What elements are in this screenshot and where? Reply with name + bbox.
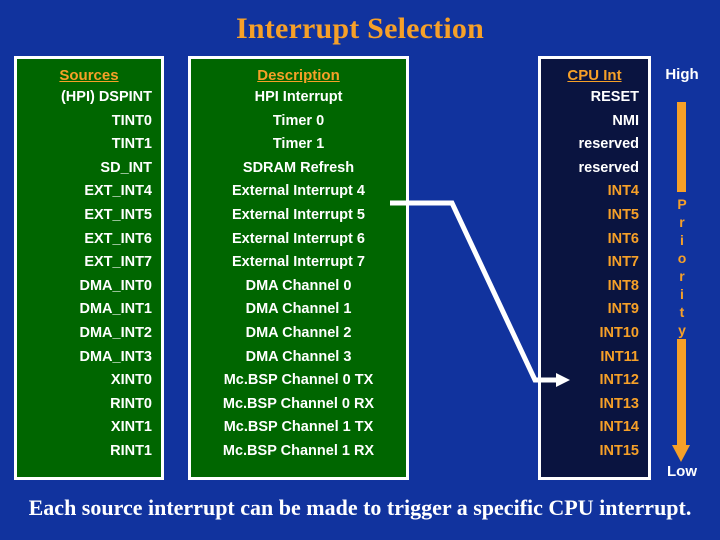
cpu-int-row: NMI	[612, 112, 639, 129]
cpu-int-row: INT6	[607, 230, 639, 247]
sources-row: DMA_INT3	[79, 348, 152, 365]
description-row: Mc.BSP Channel 1 TX	[223, 419, 374, 436]
description-row: Mc.BSP Channel 0 RX	[222, 395, 375, 412]
sources-row: DMA_INT0	[79, 277, 152, 294]
cpu-int-row: reserved	[578, 136, 639, 153]
priority-arrow-stem-upper	[677, 102, 686, 192]
cpu-int-table: CPU Int RESET NMI reserved reserved INT4…	[538, 56, 651, 480]
cpu-int-row: INT14	[599, 419, 640, 436]
description-row: Timer 1	[272, 136, 325, 153]
cpu-int-row: INT7	[607, 254, 639, 271]
description-row: DMA Channel 3	[245, 348, 352, 365]
cpu-int-row: INT10	[599, 324, 640, 341]
priority-indicator: High P r i o r i t y Low	[655, 56, 717, 486]
priority-letter: r	[679, 268, 685, 284]
cpu-int-row: INT4	[607, 183, 639, 200]
description-row: Mc.BSP Channel 1 RX	[222, 442, 375, 459]
sources-row: TINT1	[111, 136, 152, 153]
description-column-inner: Description HPI Interrupt Timer 0 Timer …	[191, 59, 406, 464]
sources-column-inner: Sources (HPI) DSPINT TINT0 TINT1 SD_INT …	[17, 59, 161, 464]
priority-letter: r	[679, 214, 685, 230]
sources-row: DMA_INT1	[79, 301, 152, 318]
cpu-int-row: INT13	[599, 395, 640, 412]
description-table: Description HPI Interrupt Timer 0 Timer …	[188, 56, 409, 480]
sources-row: EXT_INT4	[84, 183, 152, 200]
cpu-int-row: INT12	[599, 372, 640, 389]
priority-letter: P	[677, 196, 687, 212]
description-row: Timer 0	[272, 112, 325, 129]
priority-high-label: High	[665, 66, 699, 83]
description-row: External Interrupt 4	[232, 183, 365, 200]
sources-row: XINT0	[110, 372, 152, 389]
sources-row: EXT_INT6	[84, 230, 152, 247]
sources-row: RINT0	[110, 395, 152, 412]
cpu-int-row: INT5	[607, 206, 639, 223]
cpu-int-column-inner: CPU Int RESET NMI reserved reserved INT4…	[541, 59, 648, 464]
cpu-int-row: INT11	[600, 348, 639, 365]
slide-caption: Each source interrupt can be made to tri…	[28, 495, 692, 520]
priority-arrow-stem-lower	[677, 339, 686, 446]
sources-row: XINT1	[110, 419, 152, 436]
description-row: SDRAM Refresh	[242, 159, 355, 176]
cpu-int-row: RESET	[590, 89, 639, 105]
sources-row: TINT0	[111, 112, 152, 129]
description-row: HPI Interrupt	[254, 89, 343, 105]
sources-row: SD_INT	[100, 159, 152, 176]
sources-row: DMA_INT2	[79, 324, 152, 341]
priority-letter: i	[680, 286, 684, 302]
description-row: External Interrupt 6	[232, 230, 365, 247]
priority-letter: o	[677, 250, 687, 266]
sources-row: RINT1	[110, 442, 152, 459]
page-title: Interrupt Selection	[236, 12, 484, 45]
sources-header: Sources	[59, 67, 119, 84]
description-row: DMA Channel 0	[245, 277, 352, 294]
description-row: External Interrupt 7	[232, 254, 365, 271]
description-row: DMA Channel 2	[245, 324, 352, 341]
cpu-int-row: INT15	[599, 442, 640, 459]
sources-table: Sources (HPI) DSPINT TINT0 TINT1 SD_INT …	[14, 56, 164, 480]
priority-letter: t	[679, 304, 685, 320]
cpu-int-row: INT9	[607, 301, 639, 318]
sources-row: (HPI) DSPINT	[60, 89, 152, 105]
cpu-int-row: reserved	[578, 159, 639, 176]
sources-row: EXT_INT5	[84, 206, 152, 223]
sources-row: EXT_INT7	[84, 254, 152, 271]
priority-vertical-label: P r i o r i t y	[673, 195, 691, 339]
description-row: External Interrupt 5	[232, 206, 365, 223]
priority-arrow-head-icon	[672, 445, 690, 462]
priority-low-label: Low	[667, 463, 697, 480]
priority-letter: y	[678, 322, 686, 338]
priority-letter: i	[680, 232, 684, 248]
description-row: DMA Channel 1	[245, 301, 352, 318]
description-row: Mc.BSP Channel 0 TX	[223, 372, 374, 389]
cpu-int-header: CPU Int	[567, 67, 622, 84]
cpu-int-row: INT8	[607, 277, 639, 294]
description-header: Description	[257, 67, 340, 84]
